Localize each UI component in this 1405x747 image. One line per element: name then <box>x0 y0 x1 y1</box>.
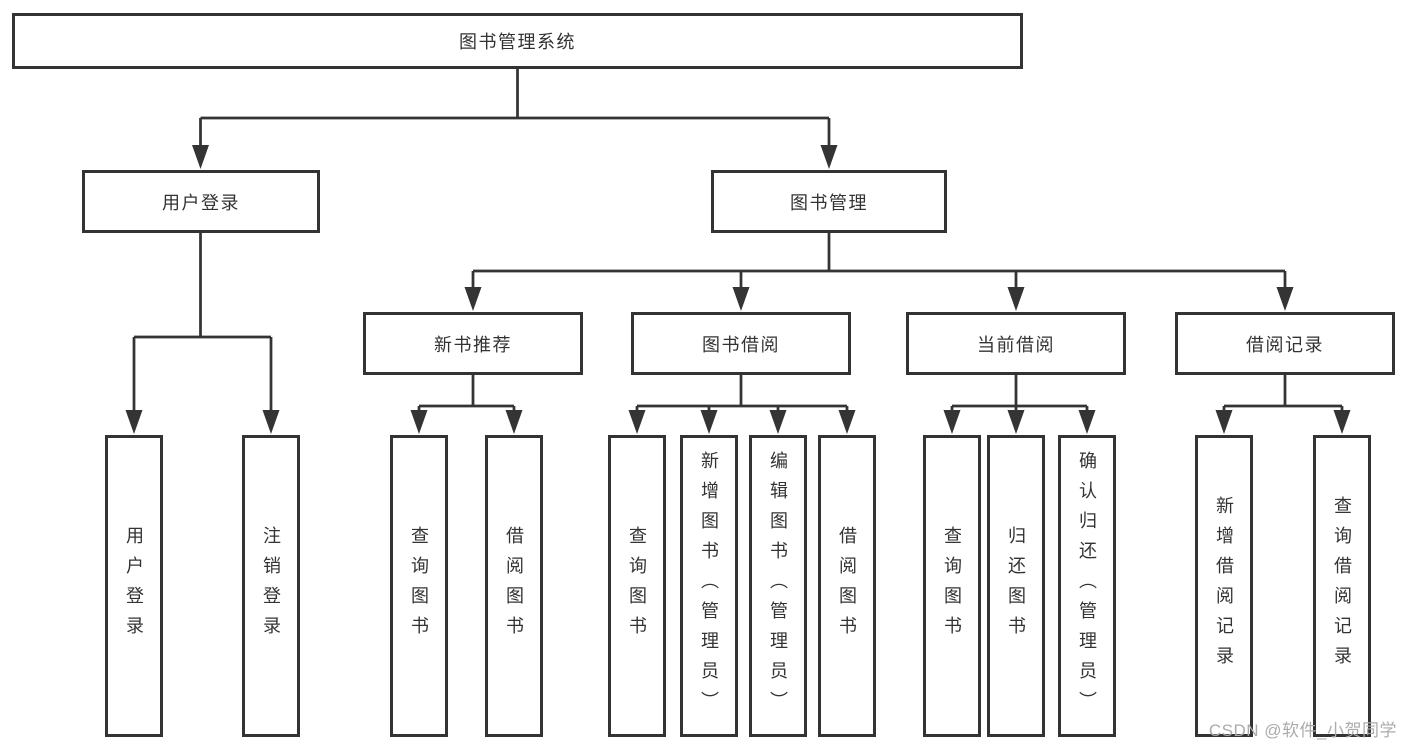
leaf-user-login: 用户登录 <box>105 435 163 737</box>
leaf-borrowing-query-label: 查询图书 <box>627 526 647 646</box>
csdn-watermark: CSDN @软件_小贺同学 <box>1208 721 1397 740</box>
leaf-new-books-borrow: 借阅图书 <box>485 435 543 737</box>
edges-book-borrowing-to-leaves <box>628 375 856 434</box>
leaf-borrow-book-label: 借阅图书 <box>837 526 857 646</box>
node-root: 图书管理系统 <box>12 13 1023 69</box>
node-root-label: 图书管理系统 <box>459 32 576 52</box>
leaf-current-query-label: 查询图书 <box>942 526 962 646</box>
leaf-confirm-return-admin-label: 确认归还（管理员） <box>1077 451 1097 721</box>
edges-new-books-to-leaves <box>410 375 523 434</box>
node-book-management-label: 图书管理 <box>790 192 868 213</box>
leaf-borrow-book: 借阅图书 <box>818 435 876 737</box>
leaf-add-borrow-record-label: 新增借阅记录 <box>1214 496 1234 676</box>
node-user-login: 用户登录 <box>82 170 320 233</box>
leaf-user-login-label: 用户登录 <box>124 526 144 646</box>
leaf-return-book: 归还图书 <box>987 435 1045 737</box>
leaf-new-books-query-label: 查询图书 <box>409 526 429 646</box>
node-new-books: 新书推荐 <box>363 312 583 375</box>
leaf-add-borrow-record: 新增借阅记录 <box>1195 435 1253 737</box>
edges-borrowing-records-to-leaves <box>1215 375 1351 434</box>
leaf-edit-book-admin-label: 编辑图书（管理员） <box>768 451 788 721</box>
leaf-logout-label: 注销登录 <box>261 526 281 646</box>
leaf-current-query: 查询图书 <box>923 435 981 737</box>
leaf-query-borrow-record: 查询借阅记录 <box>1313 435 1371 737</box>
node-new-books-label: 新书推荐 <box>434 334 512 355</box>
leaf-add-book-admin: 新增图书（管理员） <box>680 435 738 737</box>
leaf-logout: 注销登录 <box>242 435 300 737</box>
leaf-add-book-admin-label: 新增图书（管理员） <box>699 451 719 721</box>
node-book-borrowing-label: 图书借阅 <box>702 334 780 355</box>
edges-user-login-to-leaves <box>125 233 280 434</box>
node-book-borrowing: 图书借阅 <box>631 312 851 375</box>
leaf-confirm-return-admin: 确认归还（管理员） <box>1058 435 1116 737</box>
leaf-borrowing-query: 查询图书 <box>608 435 666 737</box>
edges-book-management-to-level3 <box>464 233 1294 311</box>
node-current-borrowing: 当前借阅 <box>906 312 1126 375</box>
leaf-edit-book-admin: 编辑图书（管理员） <box>749 435 807 737</box>
node-current-borrowing-label: 当前借阅 <box>977 334 1055 355</box>
leaf-query-borrow-record-label: 查询借阅记录 <box>1332 496 1352 676</box>
leaf-new-books-borrow-label: 借阅图书 <box>504 526 524 646</box>
leaf-new-books-query: 查询图书 <box>390 435 448 737</box>
leaf-return-book-label: 归还图书 <box>1006 526 1026 646</box>
node-borrowing-records-label: 借阅记录 <box>1246 334 1324 355</box>
node-book-management: 图书管理 <box>711 170 947 233</box>
edges-current-borrowing-to-leaves <box>943 375 1096 434</box>
edges-root-to-level2 <box>192 69 838 169</box>
node-user-login-label: 用户登录 <box>162 192 240 213</box>
node-borrowing-records: 借阅记录 <box>1175 312 1395 375</box>
